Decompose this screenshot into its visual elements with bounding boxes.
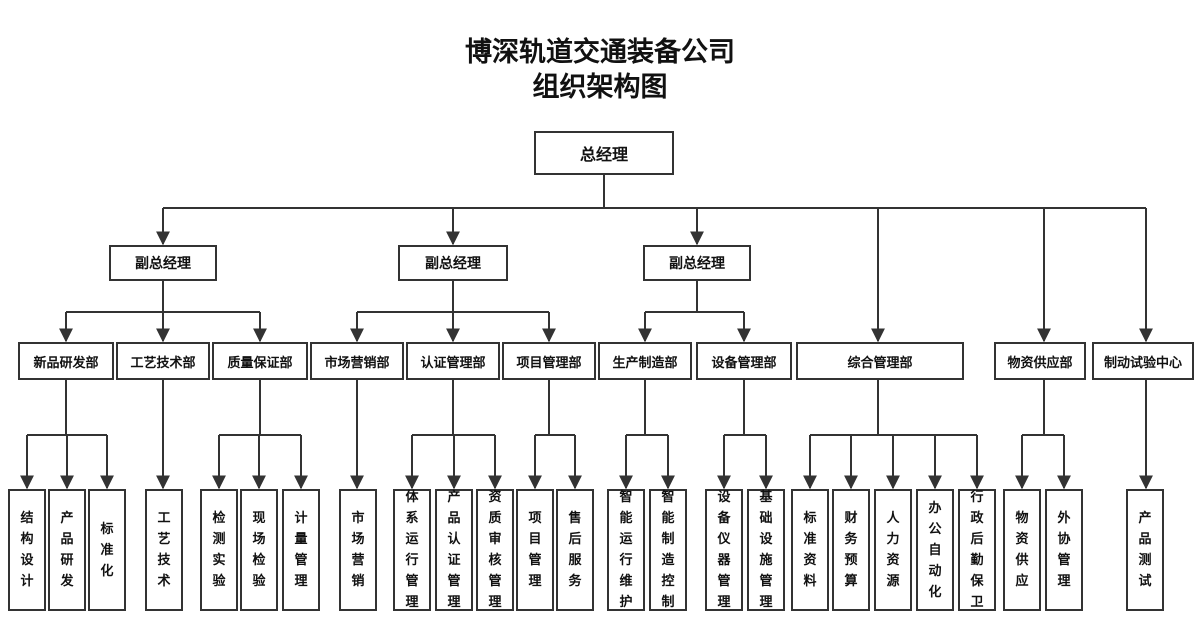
node-vice-manager-3: 副总经理 <box>643 245 751 281</box>
dept-equipment: 设备管理部 <box>696 342 792 380</box>
dept-certification: 认证管理部 <box>406 342 500 380</box>
dept-process-technology: 工艺技术部 <box>116 342 210 380</box>
dept-project-management: 项目管理部 <box>502 342 596 380</box>
node-general-manager: 总经理 <box>534 131 674 175</box>
dept-new-product-rd: 新品研发部 <box>18 342 114 380</box>
func-test-experiment: 检测实验 <box>200 489 238 611</box>
func-standard-docs: 标准资料 <box>791 489 829 611</box>
func-outsourcing: 外协管理 <box>1045 489 1083 611</box>
func-site-inspection: 现场检验 <box>240 489 278 611</box>
func-metrology: 计量管理 <box>282 489 320 611</box>
dept-production: 生产制造部 <box>598 342 692 380</box>
func-infrastructure: 基础设施管理 <box>747 489 785 611</box>
node-vice-manager-2: 副总经理 <box>398 245 508 281</box>
func-material-supply: 物资供应 <box>1003 489 1041 611</box>
dept-brake-test-center: 制动试验中心 <box>1092 342 1194 380</box>
func-project-mgmt: 项目管理 <box>516 489 554 611</box>
dept-quality-assurance: 质量保证部 <box>212 342 308 380</box>
func-finance-budget: 财务预算 <box>832 489 870 611</box>
func-product-rd: 产品研发 <box>48 489 86 611</box>
func-process-tech: 工艺技术 <box>145 489 183 611</box>
func-smart-manufacturing: 智能制造控制 <box>649 489 687 611</box>
func-marketing: 市场营销 <box>339 489 377 611</box>
func-human-resources: 人力资源 <box>874 489 912 611</box>
chart-title-company: 博深轨道交通装备公司 <box>465 37 735 68</box>
func-admin-logistics: 行政后勤保卫 <box>958 489 996 611</box>
dept-general-affairs: 综合管理部 <box>796 342 964 380</box>
func-smart-operation: 智能运行维护 <box>607 489 645 611</box>
func-standardization: 标准化 <box>88 489 126 611</box>
node-vice-manager-1: 副总经理 <box>109 245 217 281</box>
func-equipment-instrument: 设备仪器管理 <box>705 489 743 611</box>
dept-marketing: 市场营销部 <box>310 342 404 380</box>
chart-title-subtitle: 组织架构图 <box>532 72 668 103</box>
func-product-testing: 产品测试 <box>1126 489 1164 611</box>
func-system-operation: 体系运行管理 <box>393 489 431 611</box>
func-qualification-audit: 资质审核管理 <box>476 489 514 611</box>
func-product-certification: 产品认证管理 <box>435 489 473 611</box>
func-office-automation: 办公自动化 <box>916 489 954 611</box>
dept-material-supply: 物资供应部 <box>994 342 1086 380</box>
func-after-sales: 售后服务 <box>556 489 594 611</box>
func-structure-design: 结构设计 <box>8 489 46 611</box>
